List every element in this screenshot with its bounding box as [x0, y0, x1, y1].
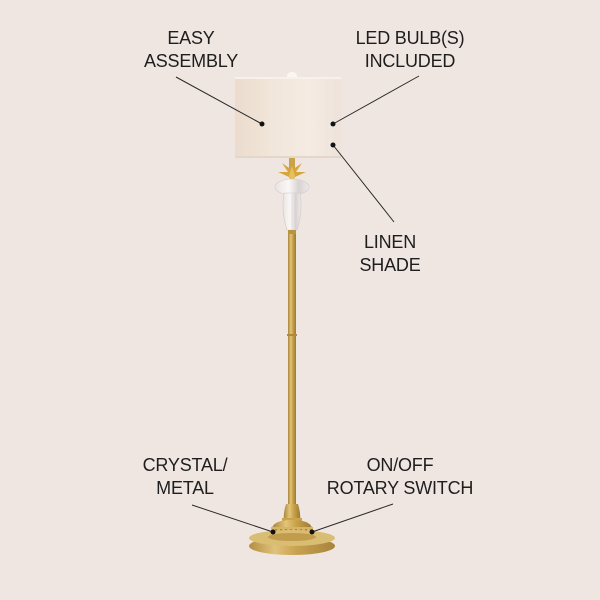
callout-rotary-switch-line1: ON/OFF	[366, 455, 434, 475]
callout-crystal-metal-line1: CRYSTAL/	[142, 455, 228, 475]
callout-rotary-switch: ON/OFF ROTARY SWITCH	[315, 454, 485, 500]
callout-linen-shade-line2: SHADE	[359, 255, 421, 275]
callout-easy-assembly: EASY ASSEMBLY	[126, 27, 256, 73]
linen-shade	[235, 77, 341, 158]
callout-linen-shade: LINEN SHADE	[350, 231, 430, 277]
callout-crystal-metal-line2: METAL	[156, 478, 214, 498]
callout-led-bulbs: LED BULB(S) INCLUDED	[345, 27, 475, 73]
callout-easy-assembly-line2: ASSEMBLY	[143, 51, 239, 71]
pineapple-leaf-crown	[278, 158, 306, 183]
callout-easy-assembly-line1: EASY	[167, 28, 215, 48]
crystal-accent	[274, 178, 310, 234]
brass-base	[249, 504, 335, 555]
callout-led-bulbs-line2: INCLUDED	[364, 51, 456, 71]
callout-led-bulbs-line1: LED BULB(S)	[355, 28, 465, 48]
callout-crystal-metal: CRYSTAL/ METAL	[130, 454, 240, 500]
callout-linen-shade-line1: LINEN	[363, 232, 417, 252]
callout-rotary-switch-line2: ROTARY SWITCH	[326, 478, 474, 498]
brass-pole	[287, 234, 297, 504]
callout-leaders	[175, 75, 420, 535]
